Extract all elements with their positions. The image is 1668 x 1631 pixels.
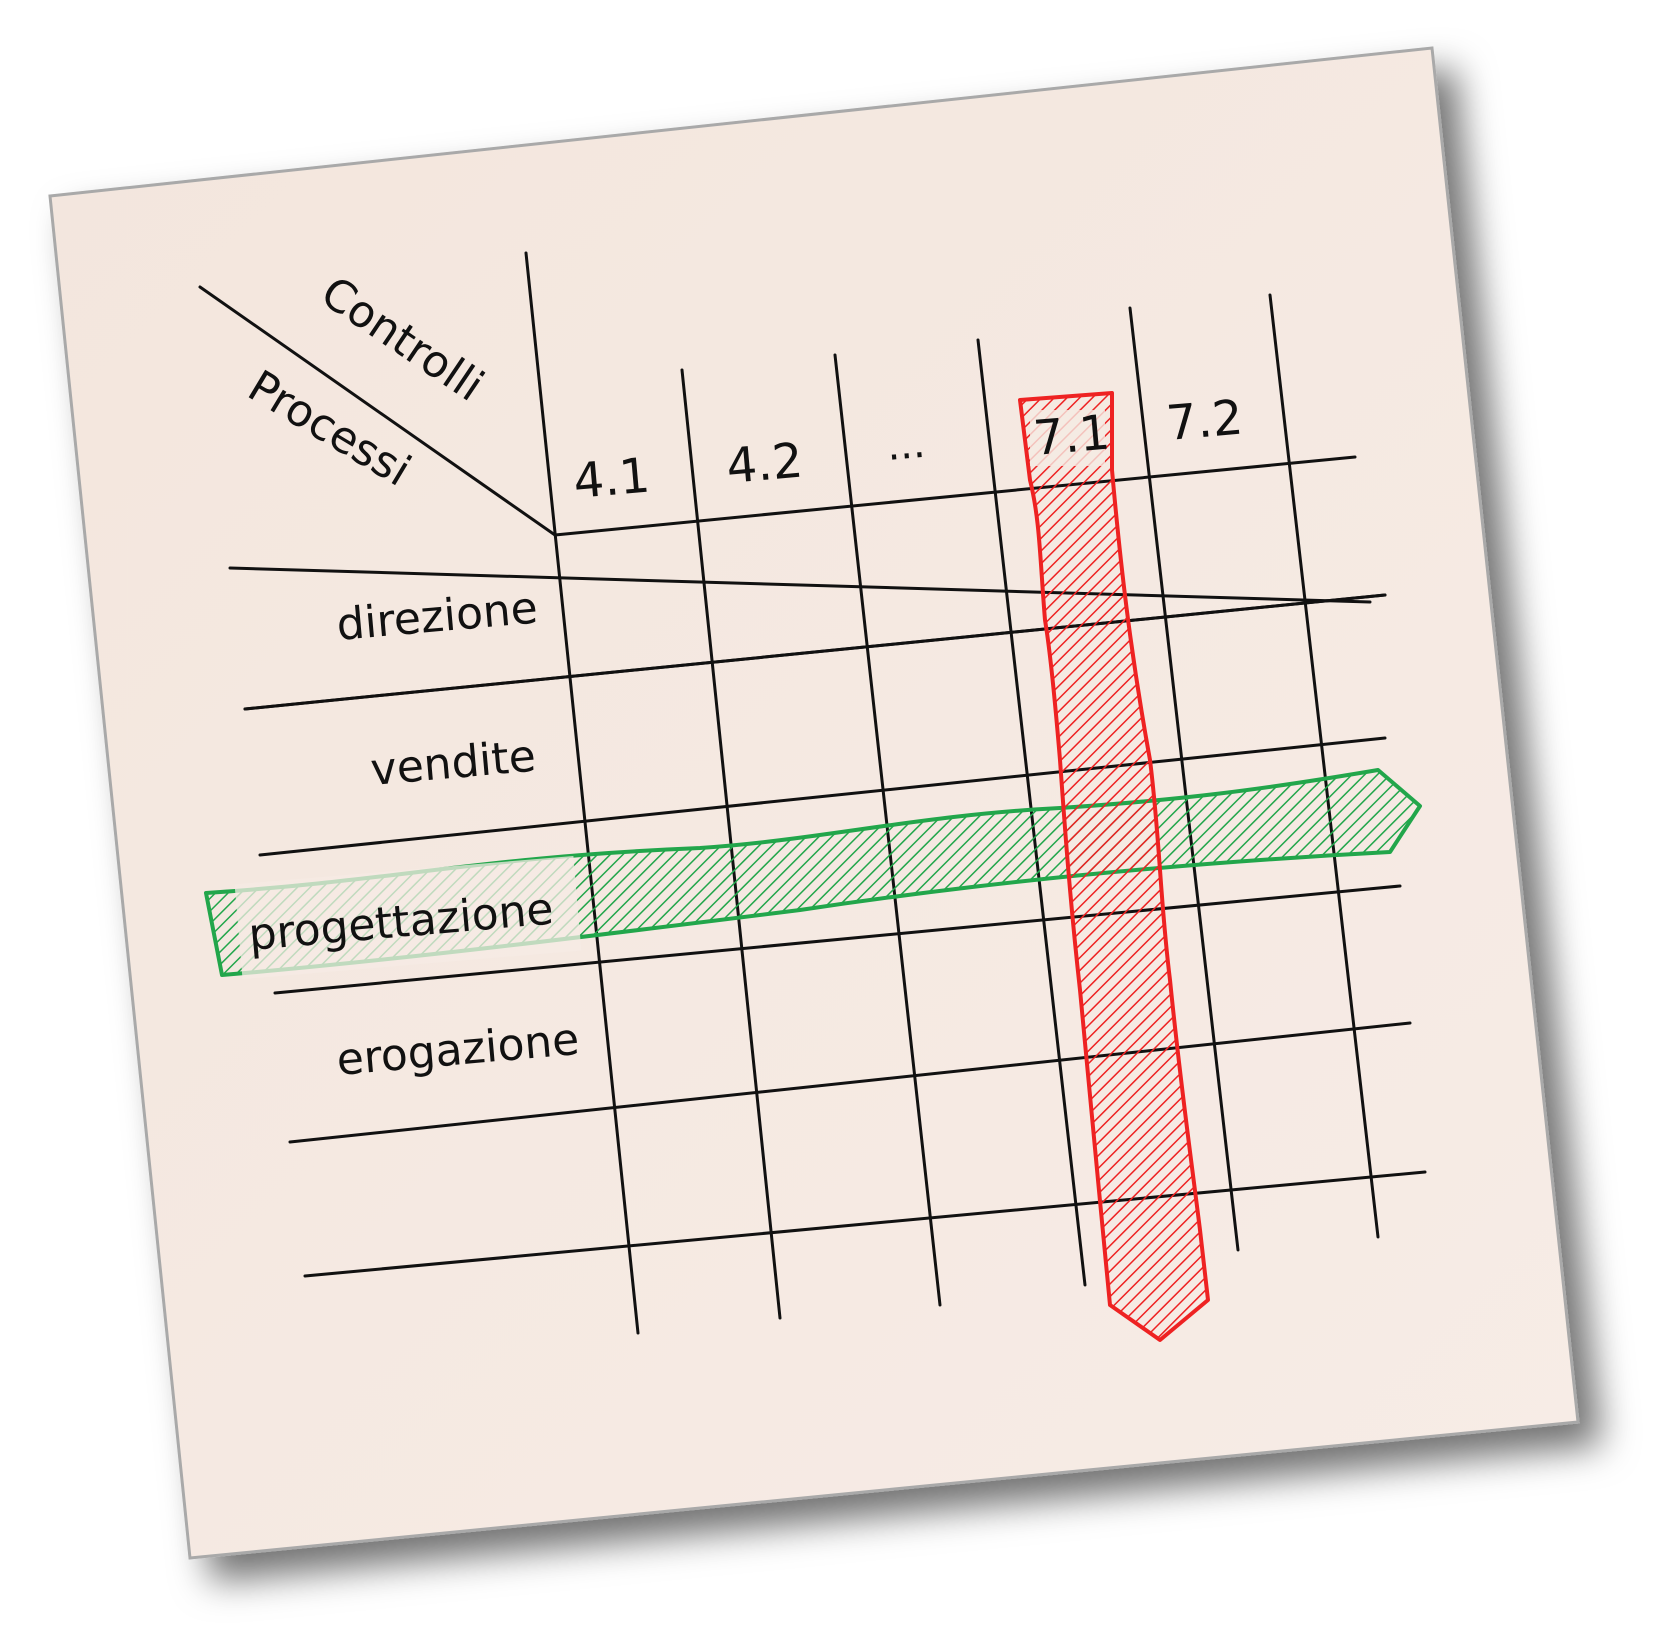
grid-vline <box>1268 293 1380 1239</box>
column-highlight-7-1 <box>1018 391 1210 1342</box>
grid-vline <box>524 251 640 1335</box>
column-label-4-1: 4.1 <box>571 448 652 510</box>
column-label-7-2: 7.2 <box>1164 390 1245 452</box>
row-label-backdrop <box>234 855 582 980</box>
paper-sheet <box>48 46 1580 1560</box>
column-label-backdrop <box>1030 410 1105 466</box>
grid-hline <box>243 593 1387 711</box>
grid-vline <box>1128 306 1240 1252</box>
grid-hline <box>258 736 1387 857</box>
grid-hline <box>288 1021 1412 1144</box>
grid-hline <box>553 455 1357 537</box>
grid-hline <box>228 566 1372 604</box>
grid-hline <box>273 884 1402 995</box>
column-label-4-2: 4.2 <box>724 433 805 495</box>
column-label-ellipsis: ... <box>885 421 927 470</box>
column-label-7-1: 7.1 <box>1031 405 1112 467</box>
grid-hline <box>303 1170 1427 1278</box>
header-diagonal <box>198 285 557 537</box>
